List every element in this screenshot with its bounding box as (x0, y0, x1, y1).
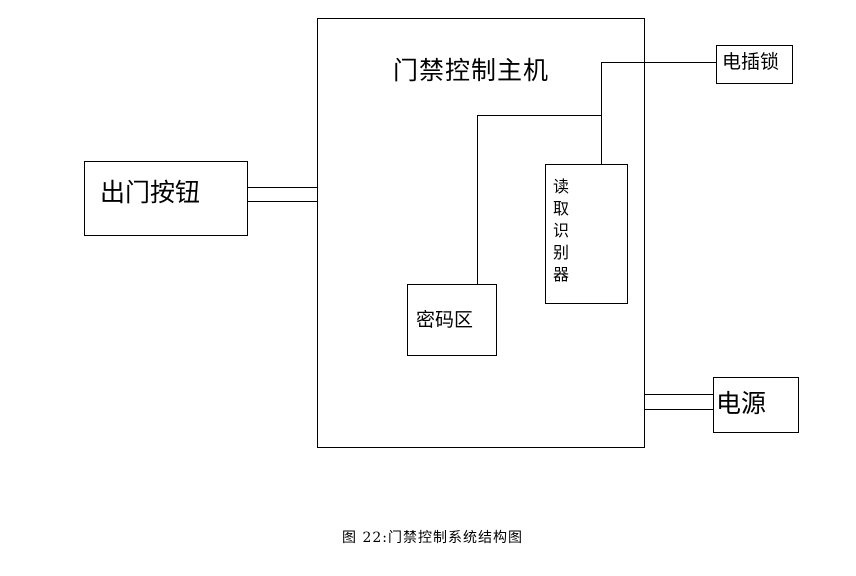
exit-button-label: 出门按钮 (100, 178, 201, 207)
main-controller-label: 门禁控制主机 (393, 56, 550, 85)
power-label: 电源 (716, 389, 767, 418)
power-connector-line (644, 409, 714, 410)
exit-button-box (84, 161, 248, 236)
power-connector-line (644, 394, 714, 395)
electric-lock-label: 电插锁 (722, 51, 780, 73)
keypad-label: 密码区 (416, 309, 474, 331)
reader-box (545, 164, 628, 304)
lock-connector-vertical (601, 62, 602, 165)
exit-button-connector-line (247, 187, 318, 188)
keypad-connector-horizontal (477, 115, 602, 116)
exit-button-connector-line (247, 201, 318, 202)
keypad-box (407, 284, 497, 356)
electric-lock-box (716, 45, 793, 84)
keypad-connector-vertical (477, 115, 478, 285)
reader-label: 读取识别器 (550, 178, 569, 288)
power-box (713, 377, 799, 433)
lock-connector-horizontal (601, 62, 717, 63)
figure-caption: 图 22:门禁控制系统结构图 (342, 530, 523, 546)
